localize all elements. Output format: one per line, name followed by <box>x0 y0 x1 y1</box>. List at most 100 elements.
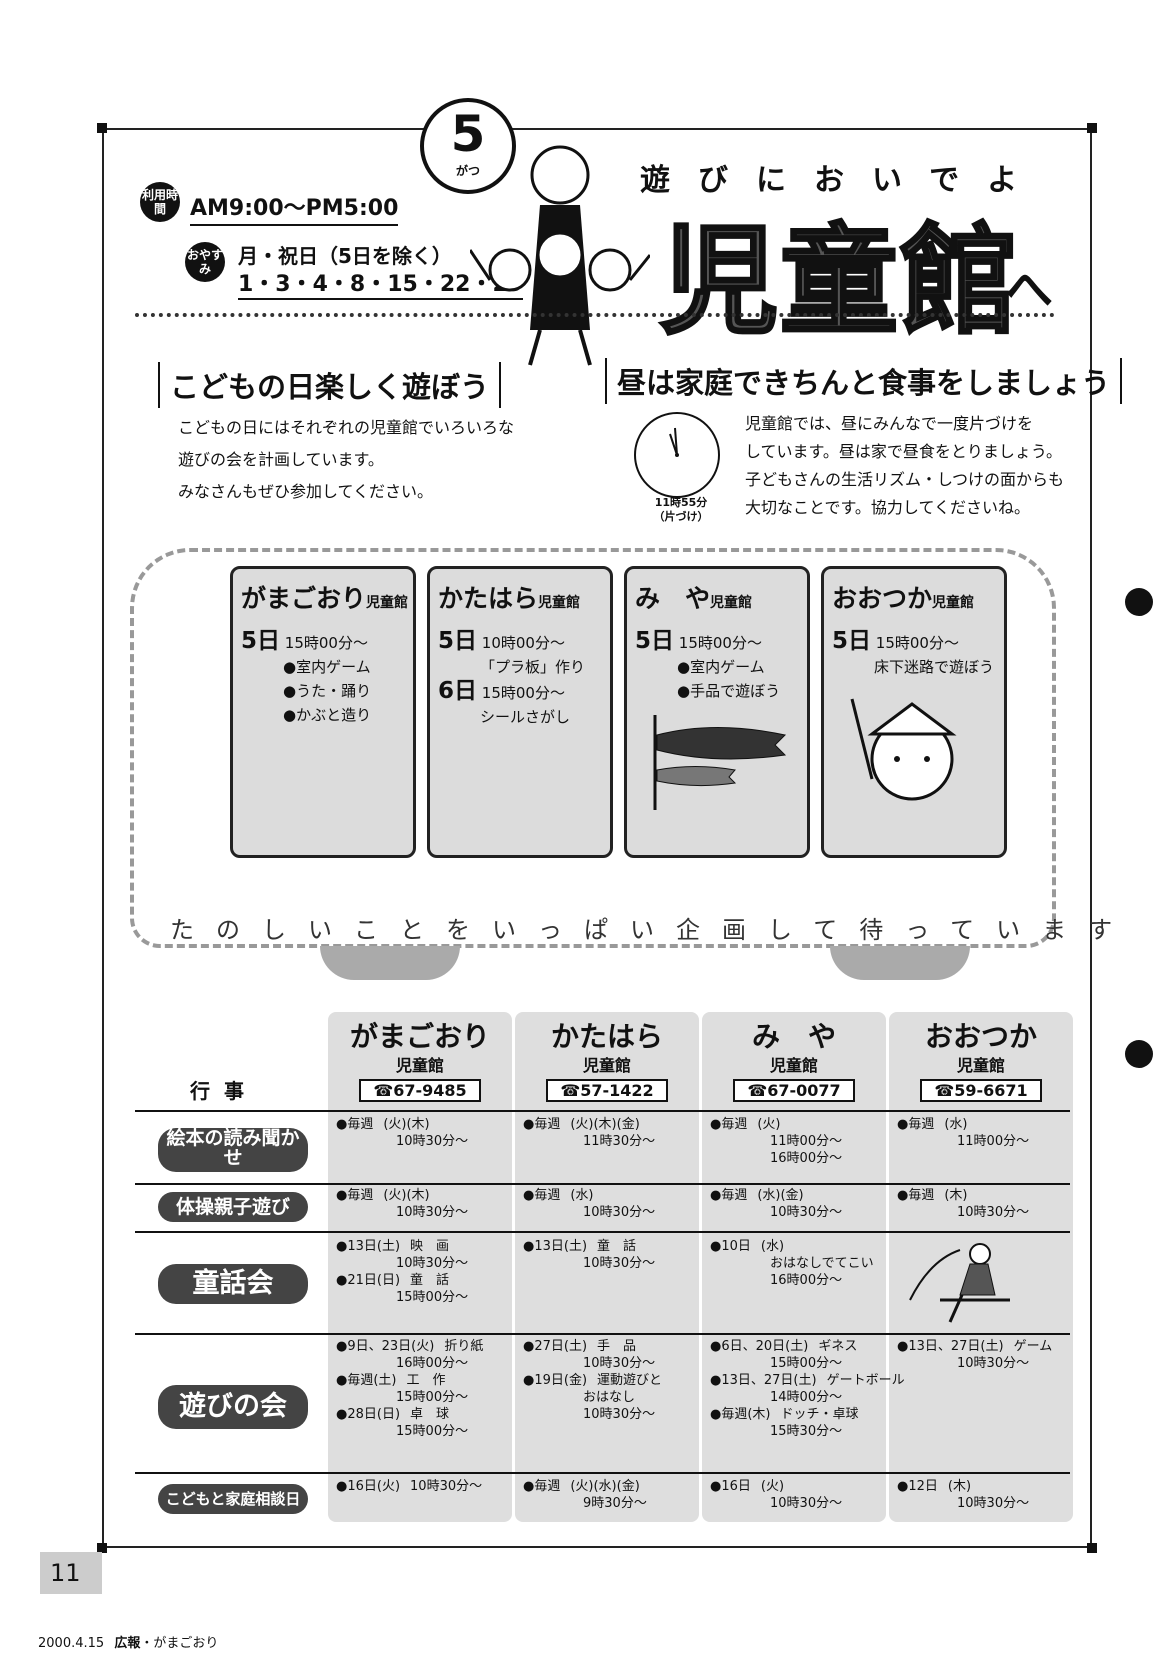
table-row-header: 行事 <box>190 1079 258 1103</box>
page-title-suffix: へ <box>1005 262 1054 318</box>
woman-on-swing-icon <box>909 1243 1010 1323</box>
panel-event: 5日 15時00分〜 <box>832 628 959 654</box>
bus-panel-gamagori: がまごおり児童館 5日 15時00分〜 ●室内ゲーム ●うた・踊り ●かぶと造り <box>230 566 416 858</box>
row-label-play-meeting: 遊びの会 <box>158 1385 308 1429</box>
schedule-cell: ●毎週(火)11時00分〜16時00分〜 <box>710 1116 842 1167</box>
panel-event: 5日 15時00分〜 <box>241 628 368 654</box>
schedule-line: 10時30分〜 <box>396 1205 469 1220</box>
bus-panel-miya: み や児童館 5日 15時00分〜 ●室内ゲーム ●手品で遊ぼう <box>624 566 810 858</box>
bear-with-kabuto-icon <box>850 698 957 801</box>
panel-name: かたはら児童館 <box>438 584 581 613</box>
schedule-cell: ●毎週(火)(木)10時30分〜 <box>336 1116 468 1150</box>
schedule-line: 10時30分〜 <box>583 1205 656 1220</box>
schedule-line: ●13日(土)童 話 <box>523 1239 637 1254</box>
opening-hours: AM9:00〜PM5:00 <box>190 190 399 226</box>
clock-time: 11時55分 <box>654 496 708 509</box>
section-heading-lunch: 昼は家庭できちんと食事をしましょう <box>605 358 1123 404</box>
schedule-cell: ●毎週(木) 10時30分〜 <box>897 1187 1029 1221</box>
bus-wheel <box>320 946 460 980</box>
text-line: 大切なことです。協力してくださいね。 <box>745 498 1030 517</box>
hours-badge: 利用時間 <box>140 182 180 222</box>
schedule-line: 10時30分〜 <box>583 1407 656 1422</box>
schedule-cell: ●16日(火) 10時30分〜 <box>710 1478 842 1512</box>
panel-name: み や児童館 <box>635 584 753 613</box>
bus-wheel <box>830 946 970 980</box>
schedule-line: ●13日、27日(土)ゲートボール <box>710 1373 905 1388</box>
holiday-rule: 月・祝日（5日を除く） <box>238 244 452 268</box>
schedule-cell: ●毎週(火)(水)(金)9時30分〜 <box>523 1478 647 1512</box>
text-line: 遊びの会を計画しています。 <box>178 450 384 469</box>
schedule-line: 10時30分〜 <box>770 1496 843 1511</box>
schedule-line: ●16日(火) <box>710 1479 785 1494</box>
holiday-badge: おやすみ <box>185 242 225 282</box>
phone-number: ☎67-9485 <box>359 1079 481 1102</box>
schedule-line: ●10日(水) <box>710 1239 785 1254</box>
schedule-cell: ●13日(土)童 話 10時30分〜 <box>523 1238 655 1272</box>
column-head-katahara: かたはら児童館☎57-1422 <box>515 1022 699 1102</box>
schedule-line: ●毎週(水)(金) <box>710 1188 804 1203</box>
schedule-line: ●毎週(木) <box>897 1188 968 1203</box>
schedule-cell: ●毎週(水)(金)10時30分〜 <box>710 1187 842 1221</box>
schedule-line: 10時30分〜 <box>957 1496 1030 1511</box>
schedule-line: 16時00分〜 <box>770 1273 843 1288</box>
schedule-cell: ●毎週(火)(木)10時30分〜 <box>336 1187 468 1221</box>
schedule-cell: ●12日(木)10時30分〜 <box>897 1478 1029 1512</box>
text-line: しています。昼は家で昼食をとりましょう。 <box>745 442 1062 461</box>
schedule-line: ●6日、20日(土)ギネス <box>710 1339 858 1354</box>
row-label-family-consultation: こどもと家庭相談日 <box>158 1484 308 1514</box>
section-heading-childrens-day: こどもの日楽しく遊ぼう <box>158 362 502 408</box>
bus-panel-katahara: かたはら児童館 5日 10時00分〜 「プラ板」作り 6日 15時00分〜 シー… <box>427 566 613 858</box>
clock-note: （片づけ） <box>653 510 709 523</box>
schedule-line: ●21日(日)童 話 <box>336 1273 450 1288</box>
table-divider <box>135 1110 1070 1112</box>
text-line: 児童館では、昼にみんなで一度片づけを <box>745 414 1034 433</box>
schedule-line: ●毎週(土)工 作 <box>336 1373 446 1388</box>
schedule-cell: ●毎週(水)11時00分〜 <box>897 1116 1029 1150</box>
text-line: こどもの日にはそれぞれの児童館でいろいろな <box>178 418 515 437</box>
phone-number: ☎59-6671 <box>920 1079 1042 1102</box>
issue-date: 2000.4.15 <box>38 1636 105 1651</box>
panel-event: ●手品で遊ぼう <box>677 682 781 700</box>
phone-number: ☎67-0077 <box>733 1079 855 1102</box>
panel-event: ●かぶと造り <box>283 706 372 724</box>
page-title: 児童館 <box>658 211 1021 352</box>
schedule-line: 10時30分〜 <box>957 1205 1030 1220</box>
publication-name: 広報 <box>114 1636 141 1651</box>
page-frame <box>102 128 1092 1548</box>
schedule-line: 10時30分〜 <box>583 1256 656 1271</box>
schedule-line: ●19日(金)運動遊びと <box>523 1373 663 1388</box>
schedule-cell: ●毎週(水)10時30分〜 <box>523 1187 655 1221</box>
panel-name: おおつか児童館 <box>832 584 975 613</box>
month-badge: 5 がつ <box>420 98 516 194</box>
schedule-line: ●13日、27日(土)ゲーム <box>897 1339 1053 1354</box>
row-label-picture-book: 絵本の読み聞かせ <box>158 1128 308 1172</box>
schedule-line: 15時00分〜 <box>396 1390 469 1405</box>
schedule-line: ●毎週(火)(水)(金) <box>523 1479 640 1494</box>
schedule-line: ●27日(土)手 品 <box>523 1339 637 1354</box>
children-illustration <box>470 145 650 366</box>
text-line: 子どもさんの生活リズム・しつけの面からも <box>745 470 1065 489</box>
clock-caption: 11時55分 （片づけ） <box>640 496 722 524</box>
schedule-line: 14時00分〜 <box>770 1390 843 1405</box>
lunch-text: 児童館では、昼にみんなで一度片づけを しています。昼は家で昼食をとりましょう。 … <box>745 410 1064 522</box>
childrens-day-text: こどもの日にはそれぞれの児童館でいろいろな 遊びの会を計画しています。 みなさん… <box>178 412 514 508</box>
holiday-dates: 1・3・4・8・15・22・29 <box>238 266 524 300</box>
schedule-line: 11時30分〜 <box>583 1134 656 1149</box>
schedule-line: おはなし <box>583 1390 636 1405</box>
panel-event: 5日 15時00分〜 <box>635 628 762 654</box>
panel-name: がまごおり児童館 <box>241 584 409 613</box>
page-number: 11 <box>40 1552 102 1594</box>
schedule-line: 16時00分〜 <box>770 1151 843 1166</box>
clock-icon <box>634 412 720 498</box>
schedule-line: 10時30分〜 <box>396 1134 469 1149</box>
dotted-divider <box>135 313 1055 317</box>
bus-illustration <box>130 548 1056 948</box>
panel-event: 5日 10時00分〜 <box>438 628 565 654</box>
footer-info: 2000.4.15 広報・がまごおり <box>38 1632 218 1651</box>
panel-event: 床下迷路で遊ぼう <box>874 658 995 676</box>
panel-event: ●室内ゲーム <box>677 658 765 676</box>
schedule-line: 10時30分〜 <box>957 1356 1030 1371</box>
